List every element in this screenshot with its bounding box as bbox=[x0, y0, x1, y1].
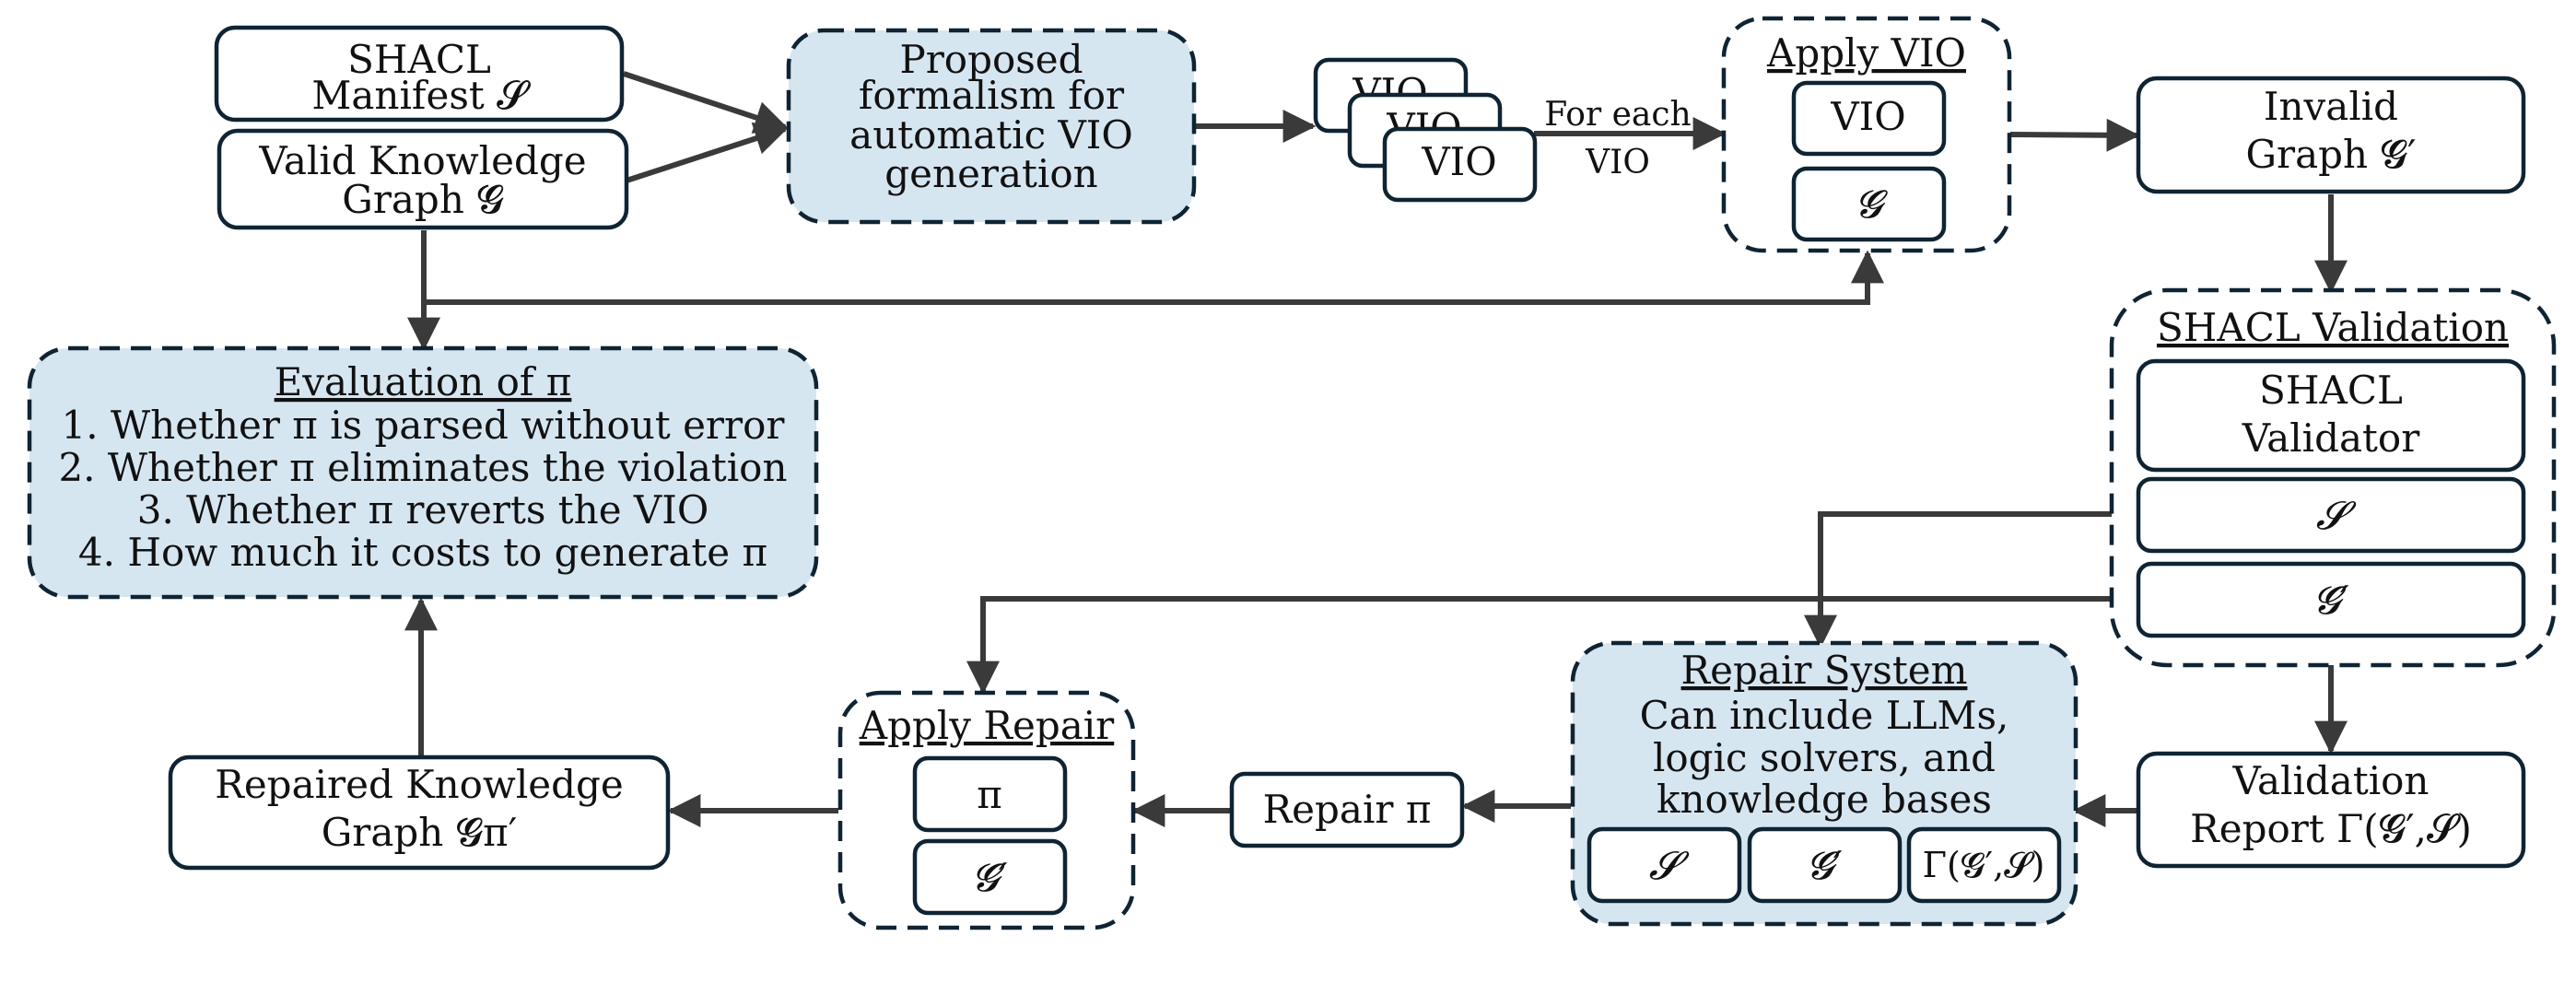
arrow-gprime-to-apply-repair bbox=[966, 596, 2136, 695]
repair-system-box: Repair System Can include LLMs, logic so… bbox=[1570, 640, 2078, 927]
shacl-manifest-line1: SHACL bbox=[347, 37, 491, 82]
repair-system-title: Repair System bbox=[1681, 648, 1968, 693]
apply-repair-box: Apply Repair π 𝓖′ bbox=[837, 690, 1136, 930]
proposed-line1: Proposed bbox=[899, 37, 1083, 82]
repair-pi-label: Repair π bbox=[1263, 787, 1432, 832]
repair-system-report-box bbox=[1906, 826, 2062, 904]
repaired-kg-line2: Graph 𝓖π′ bbox=[322, 810, 518, 855]
repair-system-gprime: 𝓖′ bbox=[1806, 843, 1842, 888]
evaluation-title: Evaluation of π bbox=[275, 359, 572, 404]
apply-repair-pi-box bbox=[912, 755, 1068, 833]
evaluation-item2: 2. Whether π eliminates the violation bbox=[58, 445, 787, 490]
valid-kg-line1: Valid Knowledge bbox=[258, 138, 586, 183]
repair-pi-box: Repair π bbox=[1229, 771, 1465, 848]
apply-vio-title: Apply VIO bbox=[1766, 30, 1966, 76]
repair-system-report: Γ(𝓖′,𝓢) bbox=[1923, 845, 2045, 885]
apply-vio-item1: VIO bbox=[1830, 94, 1905, 139]
valid-kg-line2: Graph 𝓖 bbox=[342, 177, 504, 222]
shacl-validation-s-box bbox=[2136, 476, 2526, 554]
proposed-line3: automatic VIO bbox=[849, 112, 1133, 158]
shacl-validation-gprime: 𝓖′ bbox=[2313, 578, 2348, 623]
repaired-kg-line1: Repaired Knowledge bbox=[215, 762, 624, 807]
valid-kg-box: Valid Knowledge Graph 𝓖 bbox=[217, 128, 629, 230]
apply-repair-title: Apply Repair bbox=[859, 703, 1115, 748]
repaired-kg-box: Repaired Knowledge Graph 𝓖π′ bbox=[168, 754, 671, 871]
shacl-validator-box bbox=[2136, 358, 2526, 473]
evaluation-item4: 4. How much it costs to generate π bbox=[78, 530, 767, 575]
for-each-line1: For each bbox=[1544, 96, 1691, 134]
shacl-manifest-box: SHACL Manifest 𝓢 bbox=[214, 25, 625, 123]
arrow-kg-to-evaluation-and-apply-vio bbox=[421, 230, 1884, 305]
repair-system-s-box bbox=[1587, 826, 1742, 904]
shacl-manifest-line2: Manifest 𝓢 bbox=[311, 73, 531, 118]
invalid-graph-line2: Graph 𝓖′ bbox=[2246, 132, 2417, 177]
evaluation-item1: 1. Whether π is parsed without error bbox=[62, 403, 786, 448]
arrow-kg-to-proposed bbox=[626, 122, 789, 183]
validation-report-box: Validation Report Γ(𝓖′,𝓢) bbox=[2136, 751, 2526, 869]
invalid-graph-line1: Invalid bbox=[2264, 84, 2398, 129]
apply-vio-item2-box bbox=[1791, 166, 1947, 242]
apply-repair-gprime: 𝓖′ bbox=[971, 855, 1007, 900]
shacl-validator-line2: Validator bbox=[2242, 415, 2420, 461]
shacl-validation-title: SHACL Validation bbox=[2157, 305, 2509, 350]
shacl-validation-gprime-box bbox=[2136, 561, 2526, 638]
vio-card-front bbox=[1382, 126, 1538, 203]
validation-report-line1: Validation bbox=[2232, 758, 2430, 803]
vio-stack: VIO VIO VIO bbox=[1313, 57, 1538, 203]
vio-card-front-label: VIO bbox=[1421, 139, 1496, 184]
arrow-s-to-repair-system bbox=[1804, 511, 2136, 649]
repair-system-line3: knowledge bases bbox=[1657, 777, 1992, 822]
for-each-line2: VIO bbox=[1585, 144, 1650, 181]
shacl-validation-box: SHACL Validation SHACL Validator 𝓢 𝓖′ bbox=[2109, 287, 2557, 668]
arrow-manifest-to-proposed bbox=[623, 71, 789, 134]
validation-report-line2: Report Γ(𝓖′,𝓢) bbox=[2190, 806, 2472, 851]
invalid-graph-box: Invalid Graph 𝓖′ bbox=[2136, 76, 2526, 194]
repair-system-gprime-box bbox=[1747, 826, 1903, 904]
proposed-line4: generation bbox=[884, 151, 1097, 196]
shacl-validator-line1: SHACL bbox=[2259, 368, 2403, 413]
repair-system-line1: Can include LLMs, bbox=[1640, 693, 2009, 738]
repair-system-line2: logic solvers, and bbox=[1653, 735, 1996, 780]
apply-repair-pi: π bbox=[977, 772, 1002, 817]
apply-vio-box: Apply VIO VIO 𝓖 bbox=[1721, 16, 2012, 253]
evaluation-box: Evaluation of π 1. Whether π is parsed w… bbox=[27, 345, 819, 600]
proposed-formalism-box: Proposed formalism for automatic VIO gen… bbox=[786, 28, 1197, 225]
apply-repair-gprime-box bbox=[912, 838, 1068, 916]
apply-vio-item1-box bbox=[1791, 80, 1947, 157]
proposed-line2: formalism for bbox=[859, 73, 1125, 118]
connectors bbox=[404, 71, 2348, 827]
evaluation-item3: 3. Whether π reverts the VIO bbox=[137, 487, 709, 532]
